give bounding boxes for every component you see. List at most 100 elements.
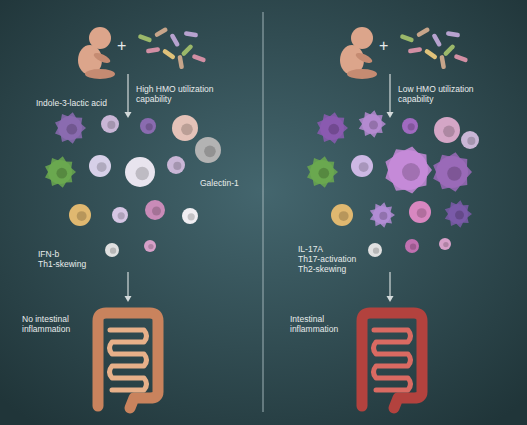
bacterium [400, 34, 415, 43]
cell-nucleus [56, 168, 67, 179]
dendritic-cell [55, 112, 86, 144]
cell-nucleus [146, 123, 153, 130]
immune-cell [125, 157, 155, 187]
immune-cell [167, 156, 185, 174]
dendritic-cell [370, 202, 395, 228]
cell-nucleus [188, 213, 195, 220]
bacteria-group [400, 27, 469, 70]
cell-nucleus [110, 248, 116, 254]
bacterium [446, 31, 461, 38]
immune-cell [434, 117, 460, 143]
immune-cell [58, 116, 82, 140]
molecule-label: Indole-3-lactic acid [36, 98, 107, 108]
cell-nucleus [118, 212, 125, 219]
immune-cell [461, 131, 479, 149]
bacterium [146, 47, 161, 54]
bacterium [184, 31, 199, 38]
response-label: Th1-skewing [38, 259, 86, 269]
dendritic-cell [45, 156, 76, 188]
dendritic-cell [307, 156, 338, 188]
cytokine-label: IL-17A [298, 244, 323, 254]
immune-cell [101, 115, 119, 133]
bacterium [454, 54, 469, 63]
response-label: Th2-skewing [298, 264, 346, 274]
cell-nucleus [328, 124, 339, 135]
immune-cells [307, 110, 479, 257]
bacterium [443, 44, 456, 57]
condition-label: Low HMO utilization capability [398, 84, 498, 104]
condition-label: High HMO utilization capability [136, 84, 236, 104]
outcome-label: No intestinal inflammation [22, 314, 80, 334]
cell-nucleus [339, 211, 349, 221]
immune-cell [310, 160, 334, 184]
cell-nucleus [318, 168, 329, 179]
bacterium [416, 27, 430, 38]
immune-cell [144, 240, 156, 252]
baby-figure [78, 27, 115, 79]
immune-cell [112, 207, 128, 223]
plus-sign: + [379, 36, 388, 55]
flow-arrow [387, 272, 394, 302]
molecule-label: Galectin-1 [200, 178, 239, 188]
immune-cell [195, 137, 221, 163]
cell-nucleus [107, 121, 115, 129]
cell-nucleus [66, 124, 77, 135]
bacterium [154, 27, 168, 38]
cell-nucleus [148, 244, 153, 249]
immune-cell [331, 204, 353, 226]
bacterium [181, 44, 194, 57]
plus-sign: + [117, 36, 126, 55]
cell-nucleus [152, 207, 161, 216]
cell-nucleus [204, 145, 216, 157]
flow-arrow [125, 272, 132, 302]
cell-nucleus [373, 248, 379, 254]
baby-leg [85, 69, 115, 79]
immune-cell [388, 150, 428, 190]
cell-nucleus [136, 167, 150, 181]
immune-cells [45, 112, 221, 257]
bacteria-group [138, 27, 207, 70]
outcome-label: Intestinal inflammation [290, 314, 346, 334]
immune-cell [373, 206, 391, 224]
immune-cell [182, 208, 198, 224]
bacterium [408, 47, 423, 54]
cell-nucleus [467, 137, 475, 145]
dendritic-cell [359, 110, 386, 138]
bacterium [424, 48, 438, 60]
bacterium [169, 33, 180, 47]
baby-head [89, 27, 111, 49]
immune-cell [448, 204, 468, 224]
cell-nucleus [369, 121, 378, 130]
dendritic-cell [445, 200, 472, 228]
cell-nucleus [359, 162, 369, 172]
bacterium [192, 54, 207, 63]
cell-nucleus [77, 211, 87, 221]
baby-leg [347, 69, 377, 79]
flow-arrow [125, 74, 132, 118]
bacterium [162, 48, 176, 60]
cell-nucleus [447, 166, 461, 180]
divider-line [263, 12, 264, 412]
bacterium [439, 55, 446, 70]
immune-cell [409, 201, 431, 223]
immune-cell [140, 118, 156, 134]
cell-nucleus [97, 162, 107, 172]
immune-cell [436, 156, 468, 188]
intestine-figure [98, 313, 158, 408]
immune-cell [105, 243, 119, 257]
response-label: Th17-activation [298, 254, 356, 264]
baby-head [351, 27, 373, 49]
cytokine-label: IFN-b [38, 249, 59, 259]
dendritic-cell [385, 146, 432, 193]
immune-cell [172, 115, 198, 141]
dendritic-cell [317, 112, 348, 144]
baby-arm [92, 51, 111, 65]
immune-cell [48, 160, 72, 184]
bacterium [177, 55, 184, 70]
cell-nucleus [181, 123, 193, 135]
cell-nucleus [417, 208, 427, 218]
flow-arrow [387, 74, 394, 118]
bacterium [431, 33, 442, 47]
immune-cell [351, 155, 373, 177]
